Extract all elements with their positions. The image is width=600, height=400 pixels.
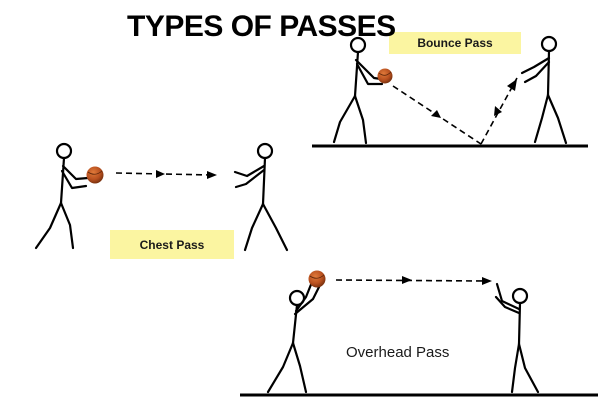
- bounce-path-up: [480, 77, 518, 145]
- chest-ball: [86, 166, 104, 184]
- bounce-arrow-down: [431, 110, 441, 118]
- bounce-arrow-mid: [494, 106, 502, 116]
- bounce-receiver-figure: [520, 35, 568, 145]
- chest-arrow-mid: [156, 170, 165, 178]
- overhead-arrow-end: [482, 277, 492, 285]
- overhead-receiver-figure: [494, 282, 540, 394]
- chest-passer-figure: [34, 142, 90, 250]
- bounce-arrow-up: [507, 79, 517, 91]
- overhead-arrow-mid: [402, 276, 412, 284]
- overhead-pass-label: Overhead Pass: [346, 344, 450, 361]
- chest-receiver-figure: [233, 142, 289, 252]
- page-title: TYPES OF PASSES: [127, 10, 396, 43]
- overhead-passer-figure: [266, 280, 322, 394]
- chest-pass-label: Chest Pass: [139, 237, 205, 252]
- chest-pass-path: [115, 172, 213, 176]
- chest-arrow-end: [207, 171, 217, 179]
- overhead-pass-path: [335, 279, 487, 282]
- bounce-ball: [377, 68, 393, 84]
- bounce-pass-label: Bounce Pass: [417, 36, 493, 50]
- overhead-ball: [308, 270, 326, 288]
- bounce-passer-figure: [332, 36, 390, 145]
- bounce-pass-label-bg: [389, 32, 521, 54]
- chest-pass-label-bg: [110, 230, 234, 259]
